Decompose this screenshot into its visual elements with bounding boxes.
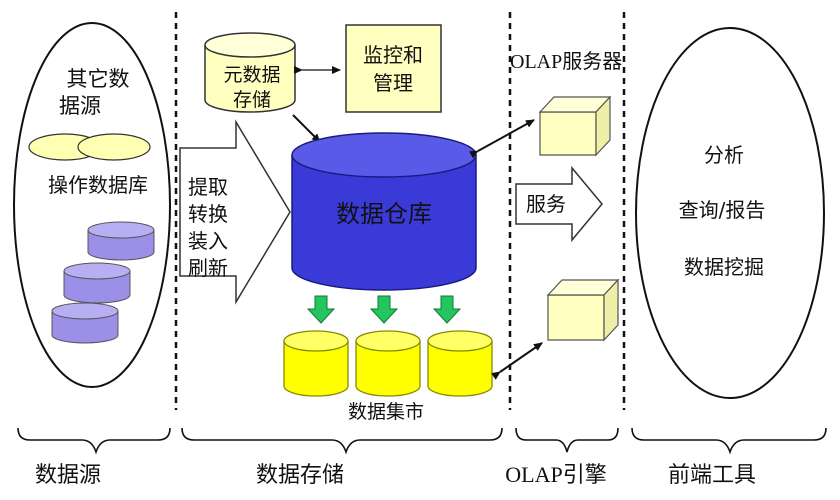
green-arrow-1	[306, 295, 336, 324]
source-lens-right	[77, 133, 151, 161]
other-sources-label-1: 其它数	[67, 67, 130, 91]
olap-server-label: OLAP服务器	[510, 50, 622, 73]
section-braces	[17, 427, 827, 455]
db-cylinder-1	[87, 221, 155, 261]
etl-label-4: 刷新	[188, 256, 228, 280]
section-label-data-source: 数据源	[35, 463, 101, 488]
section-label-frontend: 前端工具	[668, 463, 756, 488]
etl-label-3: 装入	[188, 229, 228, 253]
data-mart-cylinders	[283, 330, 493, 397]
monitor-box	[345, 24, 442, 113]
data-warehouse-label: 数据仓库	[336, 200, 432, 228]
monitor-label-2: 管理	[373, 71, 413, 95]
metadata-cylinder	[204, 32, 296, 113]
brace-olap	[515, 427, 619, 453]
green-arrow-2	[369, 295, 399, 324]
other-sources-label-2: 据源	[59, 94, 101, 118]
frontend-item-query: 查询/报告	[679, 198, 766, 222]
brace-data-storage	[181, 427, 503, 455]
db-cylinder-2	[63, 262, 131, 304]
data-mart-label: 数据集市	[348, 401, 424, 423]
brace-data-source	[17, 427, 171, 455]
operational-db-label: 操作数据库	[48, 173, 148, 197]
warehouse-olap-arrow	[469, 119, 535, 159]
etl-label-2: 转换	[188, 202, 228, 226]
metadata-label-2: 存储	[233, 89, 271, 111]
section-label-data-storage: 数据存储	[256, 463, 344, 488]
data-mart-2	[355, 330, 421, 397]
green-arrow-3	[432, 295, 462, 324]
datamart-olap-arrow	[491, 342, 543, 380]
data-mart-3	[427, 330, 493, 397]
service-arrow	[515, 165, 603, 243]
service-label: 服务	[526, 192, 566, 216]
operational-db-cylinders	[51, 221, 155, 344]
brace-frontend	[631, 427, 827, 455]
section-label-olap: OLAP引擎	[505, 462, 606, 487]
monitor-label-1: 监控和	[363, 43, 423, 67]
data-warehouse-cylinder	[291, 132, 477, 291]
frontend-item-mining: 数据挖掘	[684, 255, 764, 279]
data-source-ellipse	[13, 22, 171, 388]
data-mart-1	[283, 330, 349, 397]
green-down-arrows	[306, 295, 462, 324]
frontend-ellipse	[635, 27, 825, 399]
db-cylinder-3	[51, 302, 119, 344]
olap-cube-top	[538, 95, 612, 157]
metadata-warehouse-arrow	[292, 114, 321, 143]
etl-arrow	[179, 119, 291, 305]
frontend-item-analysis: 分析	[704, 143, 744, 167]
olap-cube-bottom	[546, 278, 620, 342]
etl-label-1: 提取	[188, 175, 228, 199]
metadata-label-1: 元数据	[223, 64, 280, 86]
